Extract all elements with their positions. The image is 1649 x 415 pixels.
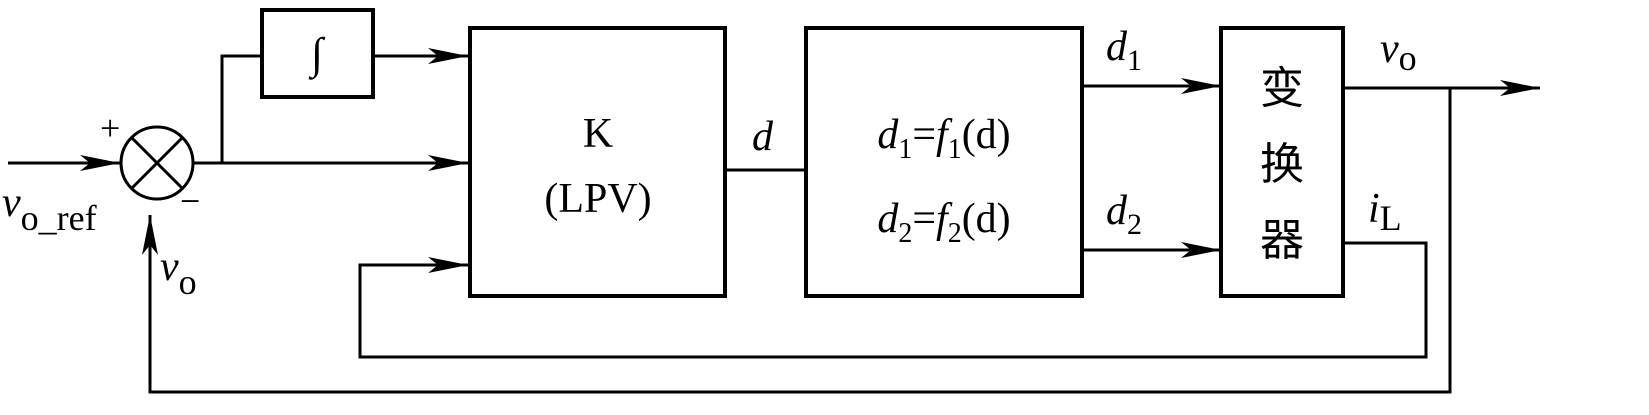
converter-char-1: 变 [1260,64,1304,113]
converter-char-2: 换 [1260,140,1304,189]
converter-char-3: 器 [1260,216,1304,265]
vo-feedback-label: vo [160,244,197,302]
summing-junction [119,125,195,201]
controller-block [468,26,727,298]
mapping-equation-1: d1=f1(d) [877,112,1010,165]
plus-sign: + [100,108,120,148]
controller-label: K [583,111,613,157]
controller-type-label: (LPV) [544,176,651,222]
d-label: d [752,114,774,160]
iL-label: iL [1368,186,1402,238]
d2-label: d2 [1106,188,1142,241]
integrator-branch-wire [220,54,262,163]
integrator-block [260,8,375,99]
iL-feedback-wire [358,241,1428,359]
minus-sign: − [180,181,200,221]
vo-ref-label: vo_ref [2,180,97,238]
integral-symbol: ∫ [308,29,326,80]
converter-block [1219,26,1345,298]
duty-mapping-block [804,26,1084,298]
mapping-equation-2: d2=f2(d) [877,196,1010,249]
vo-output-label: vo [1380,26,1417,78]
vo-feedback-wire [142,88,1452,394]
d1-label: d1 [1106,24,1142,77]
